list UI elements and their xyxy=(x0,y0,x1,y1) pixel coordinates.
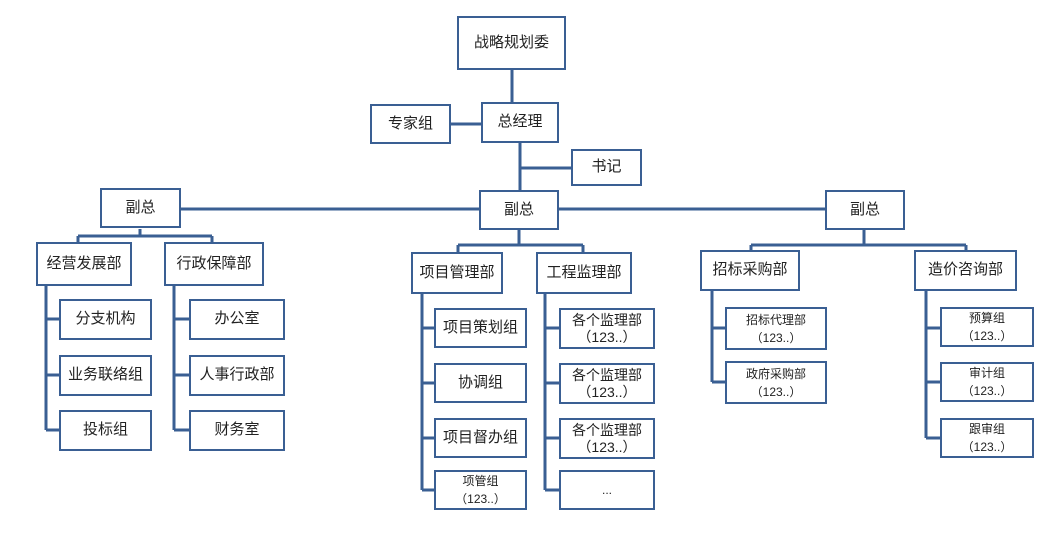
budget-group-label: 预算组 xyxy=(968,311,1005,325)
follow-audit-group-label: 跟审组 xyxy=(968,422,1005,436)
supervision-unit-sub: （123..） xyxy=(577,383,637,400)
office-label: 办公室 xyxy=(214,310,260,328)
supervision-unit-label: 各个监理部 xyxy=(572,421,642,438)
secretary-box: 书记 xyxy=(571,149,642,186)
expert-group-label: 专家组 xyxy=(387,114,433,132)
dept-admin-support-box: 行政保障部 xyxy=(164,242,264,286)
general-manager-label: 总经理 xyxy=(497,113,543,131)
dept-project-management-label: 项目管理部 xyxy=(419,263,495,281)
secretary-label: 书记 xyxy=(591,158,622,176)
supervision-unit-box: 各个监理部 （123..） xyxy=(559,308,655,349)
supervision-unit-sub: （123..） xyxy=(577,438,637,455)
gov-procurement-box: 政府采购部 （123..） xyxy=(725,361,827,404)
budget-group-box: 预算组 （123..） xyxy=(940,307,1034,347)
office-box: 办公室 xyxy=(189,299,285,340)
vp-left-box: 副总 xyxy=(100,188,181,228)
business-liaison-box: 业务联络组 xyxy=(59,355,152,396)
dept-business-development-label: 经营发展部 xyxy=(46,254,122,272)
strategy-committee-box: 战略规划委 xyxy=(457,16,566,70)
expert-group-box: 专家组 xyxy=(370,104,451,144)
project-planning-group-box: 项目策划组 xyxy=(434,308,527,348)
vp-center-box: 副总 xyxy=(479,190,559,230)
supervision-unit-label: 各个监理部 xyxy=(572,366,642,383)
hr-admin-box: 人事行政部 xyxy=(189,355,285,396)
dept-engineering-supervision-box: 工程监理部 xyxy=(536,252,632,294)
finance-office-label: 财务室 xyxy=(214,421,260,439)
supervision-unit-box: 各个监理部 （123..） xyxy=(559,418,655,459)
audit-group-box: 审计组 （123..） xyxy=(940,362,1034,402)
project-mgmt-group-box: 项管组 （123..） xyxy=(434,470,527,510)
branch-office-label: 分支机构 xyxy=(75,310,136,328)
more-supervision-units-label: ... xyxy=(601,483,612,497)
supervision-unit-sub: （123..） xyxy=(577,328,637,345)
follow-audit-group-sub: （123..） xyxy=(961,440,1013,454)
audit-group-label: 审计组 xyxy=(968,366,1005,380)
project-planning-group-label: 项目策划组 xyxy=(442,318,518,336)
coordination-group-label: 协调组 xyxy=(457,373,503,391)
dept-cost-consulting-box: 造价咨询部 xyxy=(914,250,1017,291)
supervision-unit-box: 各个监理部 （123..） xyxy=(559,363,655,404)
more-supervision-units-box: ... xyxy=(559,470,655,510)
gov-procurement-label: 政府采购部 xyxy=(745,366,806,381)
dept-admin-support-label: 行政保障部 xyxy=(176,254,252,272)
dept-tender-procurement-label: 招标采购部 xyxy=(712,261,788,279)
project-mgmt-group-sub: （123..） xyxy=(455,492,506,506)
budget-group-sub: （123..） xyxy=(961,329,1013,343)
tender-agency-sub: （123..） xyxy=(750,330,802,345)
hr-admin-label: 人事行政部 xyxy=(199,366,275,384)
business-liaison-label: 业务联络组 xyxy=(67,366,143,384)
strategy-committee-label: 战略规划委 xyxy=(473,33,549,51)
bidding-group-box: 投标组 xyxy=(59,410,152,451)
vp-right-label: 副总 xyxy=(849,200,880,218)
general-manager-box: 总经理 xyxy=(481,102,559,143)
dept-business-development-box: 经营发展部 xyxy=(36,242,132,286)
gov-procurement-sub: （123..） xyxy=(750,384,802,399)
project-mgmt-group-label: 项管组 xyxy=(462,474,499,488)
branch-office-box: 分支机构 xyxy=(59,299,152,340)
supervision-unit-label: 各个监理部 xyxy=(572,311,642,328)
coordination-group-box: 协调组 xyxy=(434,363,527,403)
follow-audit-group-box: 跟审组 （123..） xyxy=(940,418,1034,458)
bidding-group-label: 投标组 xyxy=(82,421,128,439)
project-supervising-group-box: 项目督办组 xyxy=(434,418,527,458)
dept-cost-consulting-label: 造价咨询部 xyxy=(927,261,1003,279)
dept-project-management-box: 项目管理部 xyxy=(411,252,503,294)
tender-agency-label: 招标代理部 xyxy=(745,312,806,327)
dept-engineering-supervision-label: 工程监理部 xyxy=(546,263,622,281)
tender-agency-box: 招标代理部 （123..） xyxy=(725,307,827,350)
audit-group-sub: （123..） xyxy=(961,384,1013,398)
finance-office-box: 财务室 xyxy=(189,410,285,451)
project-supervising-group-label: 项目督办组 xyxy=(442,428,518,446)
dept-tender-procurement-box: 招标采购部 xyxy=(700,250,800,291)
vp-right-box: 副总 xyxy=(825,190,905,230)
vp-left-label: 副总 xyxy=(125,198,156,216)
vp-center-label: 副总 xyxy=(503,200,534,218)
